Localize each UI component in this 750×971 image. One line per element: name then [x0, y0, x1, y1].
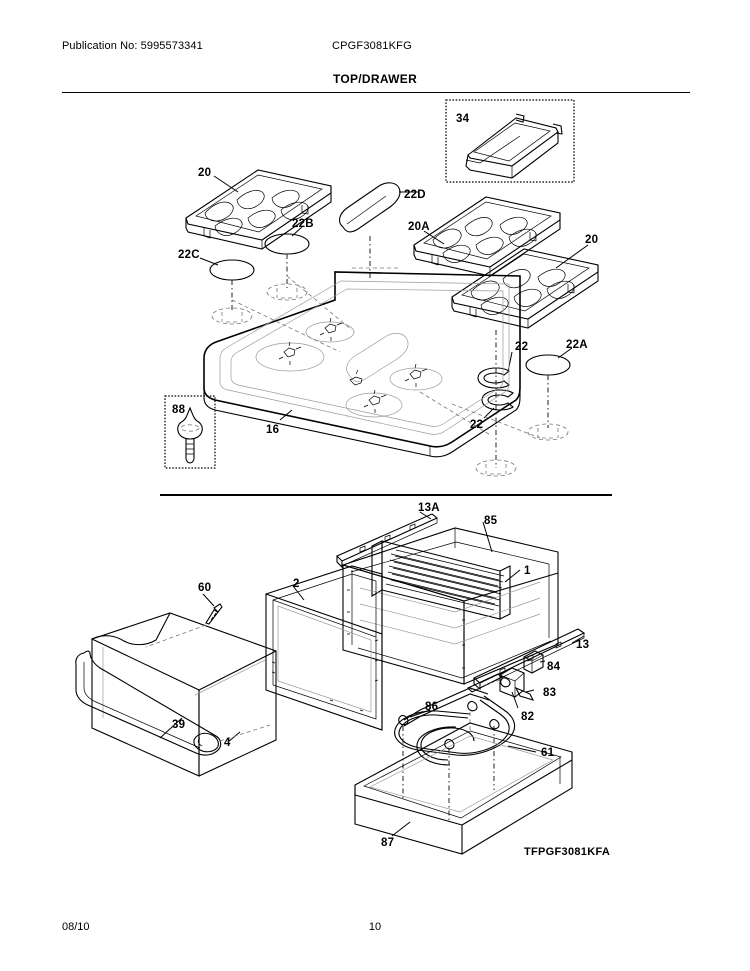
callout-13: 13: [576, 639, 590, 651]
drawer-front-panel: [75, 612, 277, 777]
callout-22-lower: 22: [470, 419, 484, 431]
callout-16: 16: [266, 424, 280, 436]
burner-support-bracket: [398, 700, 500, 750]
diagram-code: TFPGF3081KFA: [524, 846, 611, 858]
drawer-inner-panel: [265, 565, 383, 731]
callout-2: 2: [293, 578, 300, 590]
burner-head-glyphs: [278, 317, 428, 413]
callout-87: 87: [381, 837, 395, 849]
callout-85: 85: [484, 515, 498, 527]
callout-1: 1: [524, 565, 531, 577]
burner-grate-center: [413, 196, 561, 277]
handle-screw: [202, 593, 223, 625]
footer-page-number: 10: [368, 921, 382, 933]
drawer-slide-rail-right: [472, 628, 586, 691]
callout-20A: 20A: [408, 221, 430, 233]
burner-orifice: [499, 667, 535, 701]
burner-grate-left: [185, 169, 332, 250]
model-number: CPGF3081KFG: [332, 40, 412, 52]
drawer-slide-rail-left: [336, 511, 439, 569]
drawer-bottom-pan: [354, 722, 573, 855]
burner-cap-22a: [525, 347, 573, 376]
leader-20-left: [213, 175, 239, 193]
drawer-handle: [75, 650, 222, 756]
callout-22D: 22D: [404, 189, 426, 201]
footer-date: 08/10: [62, 921, 90, 933]
broil-burner-tube: [394, 687, 537, 766]
publication-number: Publication No: 5995573341: [62, 40, 203, 52]
drawer-body: [341, 527, 559, 685]
burner-ring-22-upper: [477, 351, 513, 389]
callout-13A: 13A: [418, 502, 440, 514]
callout-20-left: 20: [198, 167, 212, 179]
section-divider: [160, 494, 612, 496]
callout-22B: 22B: [292, 218, 314, 230]
callout-84: 84: [547, 661, 561, 673]
leader-20-right: [555, 244, 589, 269]
broiler-pan-rack: [371, 521, 511, 620]
callout-82: 82: [521, 711, 535, 723]
callout-34: 34: [456, 113, 470, 125]
igniter-bracket: [523, 650, 546, 674]
callout-86: 86: [425, 701, 439, 713]
page-title: TOP/DRAWER: [332, 72, 418, 86]
callout-60: 60: [198, 582, 212, 594]
burner-cap-22c: [199, 257, 255, 281]
callout-39: 39: [172, 719, 186, 731]
callout-22-upper: 22: [515, 341, 529, 353]
header-divider: [62, 92, 690, 94]
callout-88: 88: [172, 404, 186, 416]
callout-61: 61: [541, 747, 555, 759]
callout-4: 4: [224, 737, 231, 749]
burner-ring-22-lower: [481, 389, 514, 419]
callout-20-right: 20: [585, 234, 599, 246]
gas-valve-fitting: [511, 691, 519, 709]
griddle-insert-drawing: [465, 113, 563, 179]
callout-83: 83: [543, 687, 557, 699]
burner-grate-right: [451, 248, 599, 329]
callout-22A: 22A: [566, 339, 588, 351]
callout-22C: 22C: [178, 249, 200, 261]
burner-cap-22b: [264, 226, 310, 255]
